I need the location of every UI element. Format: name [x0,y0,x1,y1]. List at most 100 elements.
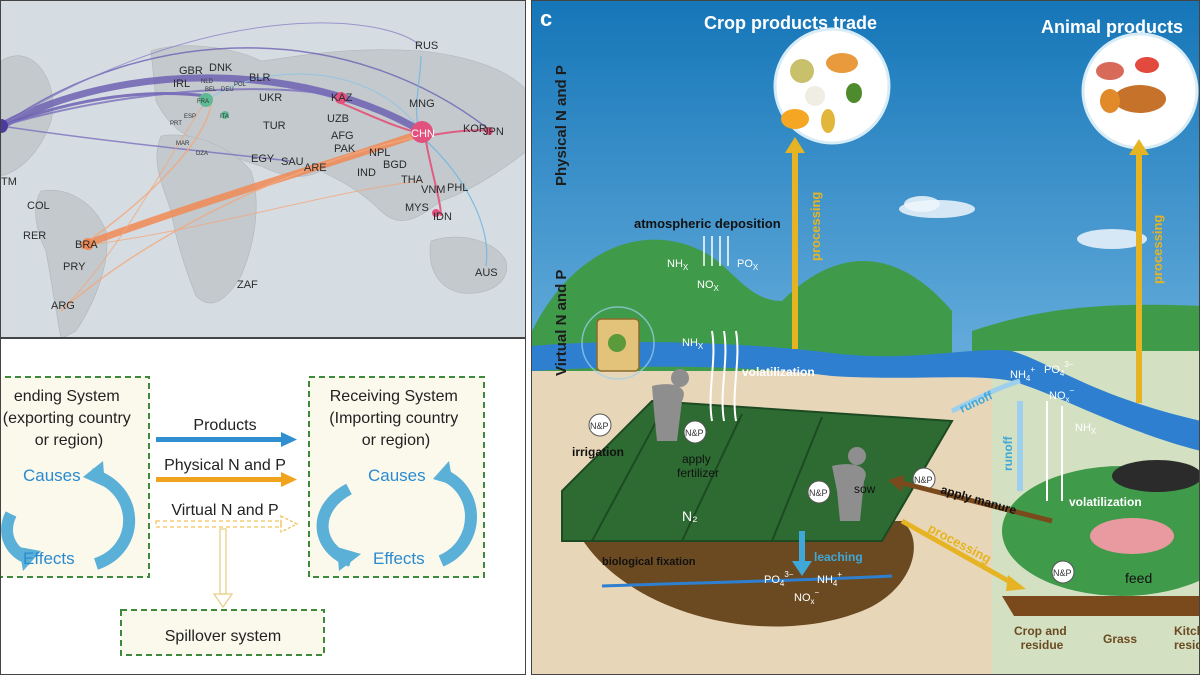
nhx-volatilization-sub: X [698,342,704,351]
label-arg: ARG [51,300,75,312]
no3-leaching-sub: x [811,597,815,606]
farmer-head [671,369,689,387]
panel-c-canvas: processing processing c Crop products tr… [532,1,1200,674]
farmer-body [832,464,866,521]
nutrient-flow-illustration: processing processing c Crop products tr… [531,0,1200,675]
spillover-label: Spillover system [165,628,281,645]
fertilizer-bubble [581,306,655,380]
apply-manure-arrow [901,480,1053,524]
groundwater [601,574,893,588]
label-pol: POL [234,82,247,88]
apply-fertilizer-line-1: apply [682,452,711,466]
label-idn: IDN [433,211,452,223]
river [532,341,1199,451]
np-badge-text: N&P [1053,568,1072,578]
sending-line-3: or region) [35,432,103,449]
irrigation-label: irrigation [572,445,624,459]
receiving-system-label: Receiving System (Importing country or r… [329,388,462,449]
nhx-deposition-base: NH [667,258,683,270]
trade-flow-lines [1,22,492,312]
animal-icons [1096,57,1166,113]
telecoupling-framework: ending System (exporting country or regi… [0,338,526,675]
label-bel: BEL [205,87,217,93]
nh4-leaching-sub: 4 [833,579,838,588]
vegetable-icon [846,83,862,103]
spillover-arrow-shaft [219,528,227,595]
nh4-runoff-sup: + [1030,365,1035,374]
kitchen-residue-line-1: Kitch [1174,624,1200,638]
crop-residue-line-1: Crop and [1014,624,1067,638]
effects-right: Effects [373,549,425,568]
pox-deposition-base: PO [737,258,753,270]
cycle-arrowhead-left-bottom [19,547,41,571]
kitchen-residue-line-2: resid [1174,638,1200,652]
virtual-label: Virtual N and P [171,502,278,519]
node-ita [221,111,229,119]
spillover-arrowhead [212,593,234,609]
field-divider [591,410,663,542]
label-phl: PHL [447,182,468,194]
label-rus: RUS [415,40,438,52]
label-rer: RER [23,230,46,242]
panel-c-letter: c [540,6,552,31]
label-jpn: JPN [483,126,504,138]
pox-deposition-sub: X [753,263,759,272]
label-egy: EGY [251,153,275,165]
label-fra: FRA [197,99,209,105]
label-dnk: DNK [209,62,233,74]
label-tur: TUR [263,120,286,132]
label-pry: PRY [63,261,86,273]
pox-deposition: POX [737,258,759,272]
map-nodes [1,92,493,250]
label-ita: ITA [220,114,229,120]
pasture-volatilization-arrows [1046,401,1063,501]
cycle-arrowhead-right-bottom [337,547,361,571]
cycle-arrow-left-right [88,468,136,570]
apply-fertilizer-line-2: fertilizer [677,466,719,480]
spillover-system-box [120,609,325,656]
nhx-pasture: NHX [1075,422,1097,436]
pasture-volatilization-label: volatilization [1069,495,1142,509]
feed-label: feed [1125,570,1152,586]
po4-leaching-base: PO [764,574,780,586]
leaching-arrow [799,531,805,563]
label-irl: IRL [173,78,190,90]
field-divider [681,413,743,542]
corn-icon [821,109,835,133]
pig-icon [1090,518,1174,554]
cycle-arrowhead-left-top [83,461,105,487]
bread-icon [826,53,858,73]
po4-runoff-sup: 3− [1064,360,1073,369]
np-badge-text: N&P [914,475,933,485]
crop-processing-label: processing [808,192,823,261]
crop-residue-label: Crop and residue [1014,624,1070,652]
po4-runoff: PO43− [1044,360,1074,378]
label-pak: PAK [334,143,356,155]
po4-runoff-sub: 4 [1060,369,1065,378]
crop-processing-arrow [792,149,798,349]
nh4-runoff: NH4+ [1010,365,1035,383]
nh4-runoff-sub: 4 [1026,374,1031,383]
virtual-arrowhead [280,514,299,534]
label-kaz: KAZ [331,92,353,104]
crop-icons [781,53,862,133]
farmer-head [848,447,866,465]
label-are: ARE [304,162,327,174]
n2-label: N₂ [682,508,698,524]
steak-icon [1135,57,1159,73]
causes-left: Causes [23,466,81,485]
np-badge-text: N&P [590,421,609,431]
volatilization-arrows [709,330,739,422]
fertilizer-bag-logo-icon [608,334,626,352]
farmer-body [652,384,684,441]
runoff-label-vertical: runoff [1001,435,1015,471]
sow-label: sow [854,482,876,496]
label-sau: SAU [281,156,304,168]
nox-deposition-sub: X [714,284,720,293]
feed-trough [1002,596,1199,616]
physical-arrowhead [281,472,297,487]
label-nld: NLD [201,79,214,85]
feed-processing-arrow [900,518,1014,586]
label-mar: MAR [176,141,190,147]
cow-icon [1112,460,1199,492]
